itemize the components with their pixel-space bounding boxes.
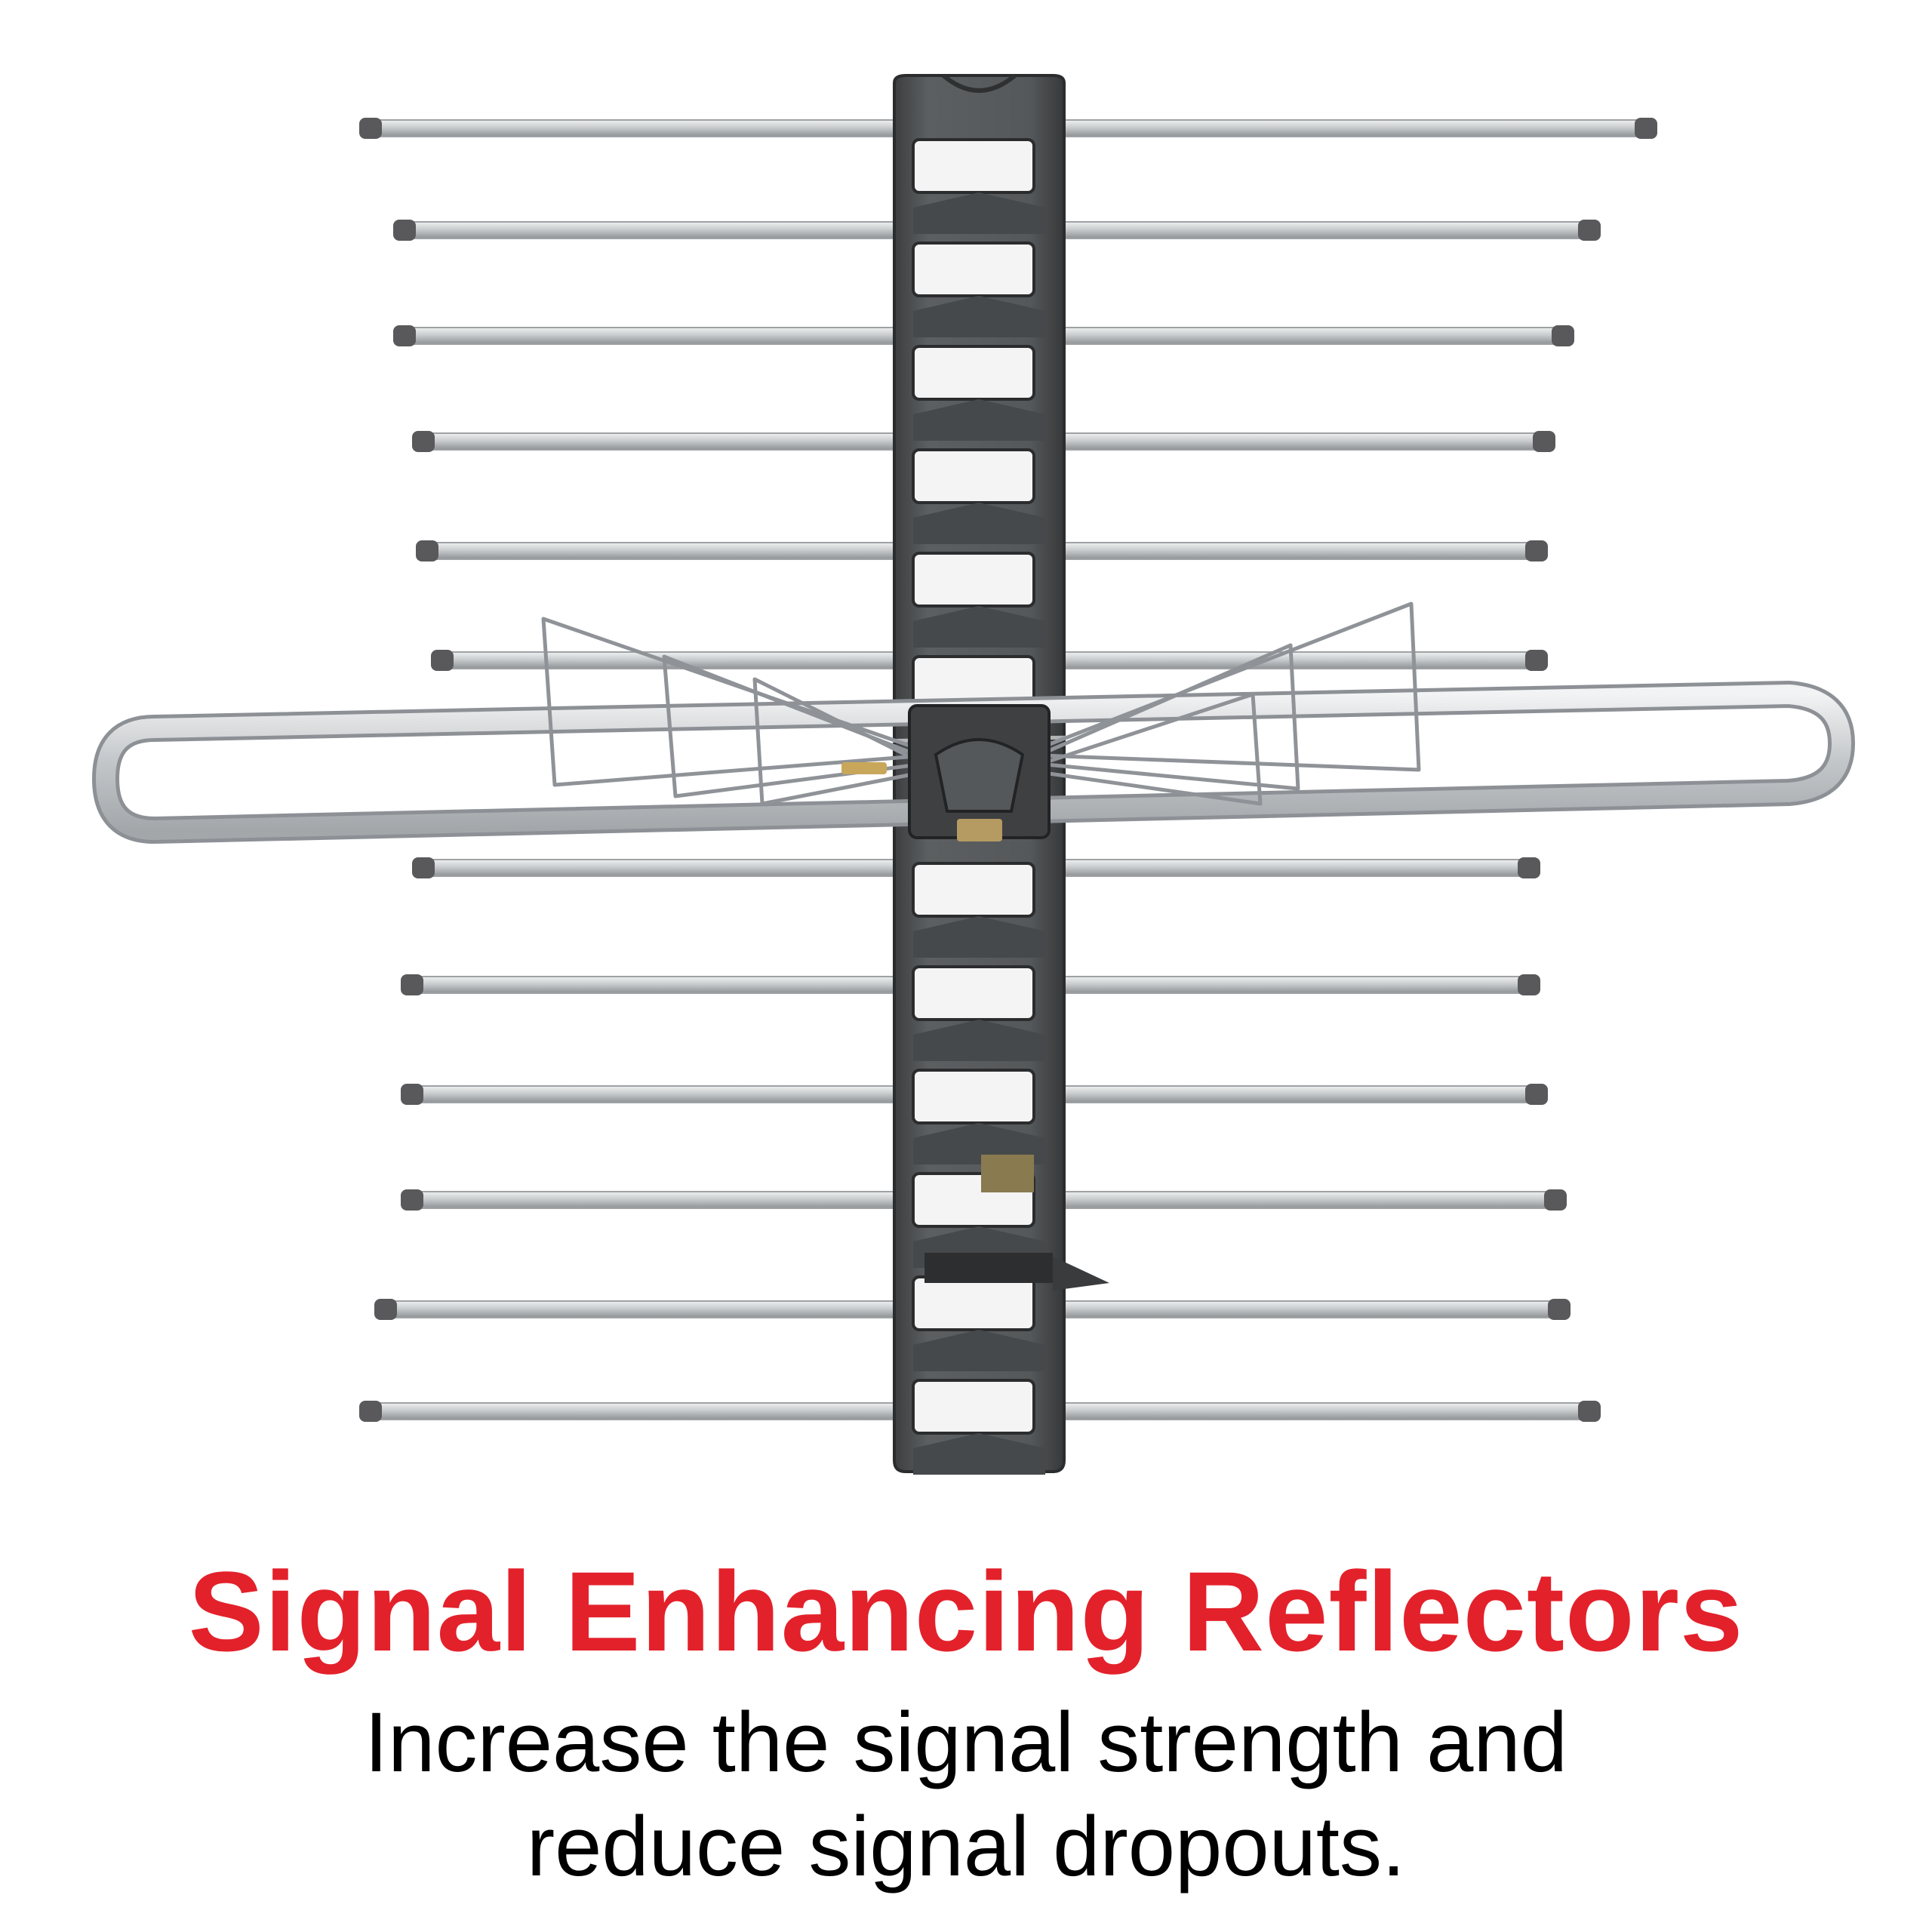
rod-end-cap (1578, 220, 1601, 241)
rod-end-cap (359, 118, 382, 139)
rod-end-cap (401, 974, 423, 995)
rod-end-cap (393, 325, 416, 346)
subtext-line-1: Increase the signal strength and (365, 1695, 1567, 1789)
boom-ridge (913, 606, 1045, 648)
boom-window (912, 552, 1035, 608)
boom-ridge (913, 192, 1045, 234)
boom-window (912, 448, 1035, 504)
rod-end-cap (1518, 857, 1540, 878)
boom-window (912, 1069, 1035, 1124)
antenna-product-photo (92, 73, 1855, 1475)
boom-window (912, 242, 1035, 297)
antenna-boom (893, 73, 1066, 1475)
subtext-line-2: reduce signal dropouts. (526, 1799, 1406, 1894)
boom-window (912, 138, 1035, 194)
rod-end-cap (1525, 650, 1548, 671)
rod-end-cap (416, 540, 438, 561)
rod-end-cap (374, 1299, 397, 1320)
boom-ridge (913, 503, 1045, 544)
boom-window (912, 965, 1035, 1021)
mount-bracket (924, 1155, 1109, 1291)
boom-ridge (913, 1020, 1045, 1061)
rod-end-cap (1635, 118, 1657, 139)
feed-block (841, 704, 1051, 841)
bowtie-wire-elements (541, 601, 1421, 806)
boom-ridge (913, 296, 1045, 337)
rod-end-cap (1544, 1189, 1567, 1211)
rod-end-cap (359, 1401, 382, 1422)
boom-ridge (913, 1433, 1045, 1475)
rod-end-cap (1548, 1299, 1571, 1320)
boom-ridge (913, 399, 1045, 441)
boom-window (912, 1275, 1035, 1331)
rod-end-cap (431, 650, 454, 671)
boom-window (912, 1379, 1035, 1435)
rod-end-cap (412, 431, 435, 452)
boom-window (912, 345, 1035, 401)
rod-end-cap (401, 1084, 423, 1105)
boom-ridge (913, 1123, 1045, 1164)
rod-end-cap (401, 1189, 423, 1211)
rod-end-cap (1525, 540, 1548, 561)
boom-window (912, 862, 1035, 918)
headline: Signal Enhancing Reflectors (188, 1548, 1744, 1675)
boom-ridge (913, 916, 1045, 958)
subtext: Increase the signal strength and reduce … (0, 1690, 1932, 1899)
rod-end-cap (1525, 1084, 1548, 1105)
rod-end-cap (412, 857, 435, 878)
rod-end-cap (1552, 325, 1574, 346)
rod-end-cap (1533, 431, 1555, 452)
rod-end-cap (393, 220, 416, 241)
rod-end-cap (1578, 1401, 1601, 1422)
boom-ridge (913, 1330, 1045, 1371)
rod-end-cap (1518, 974, 1540, 995)
